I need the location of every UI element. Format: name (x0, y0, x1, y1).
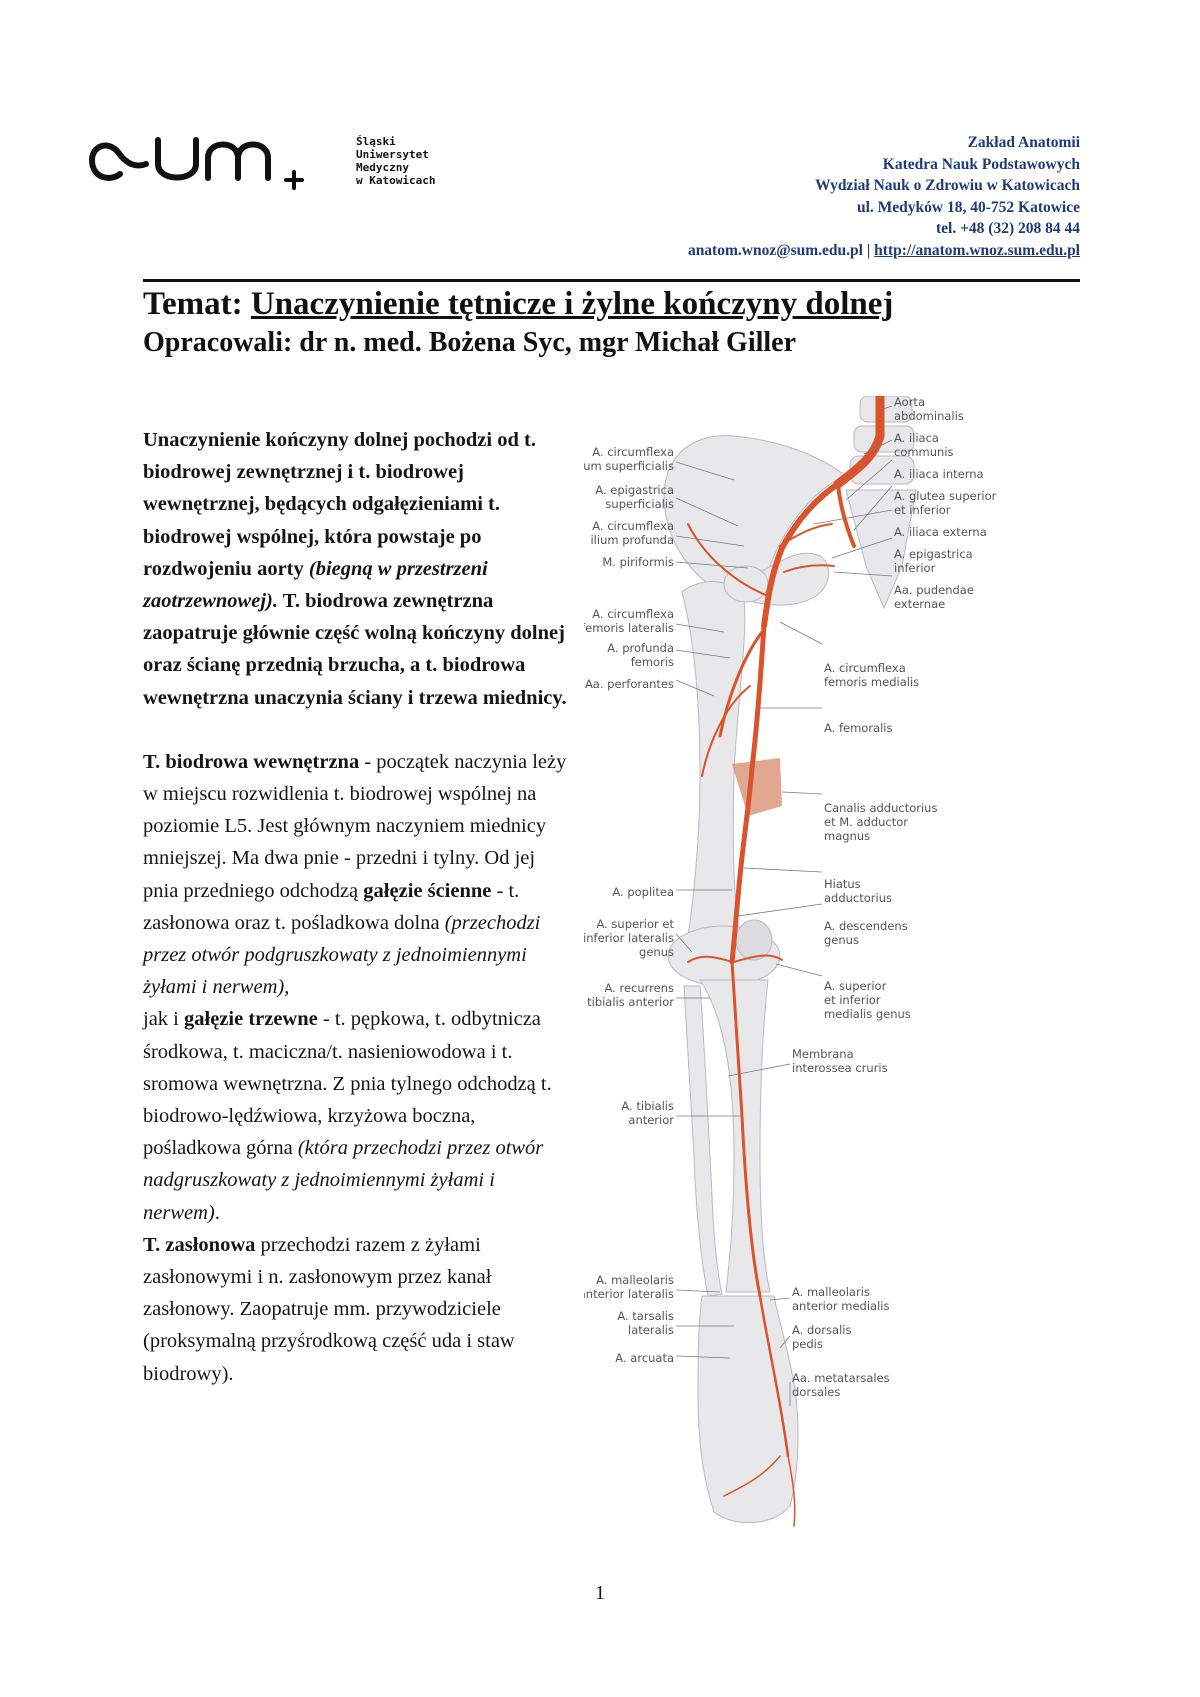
paragraph-gap (143, 714, 568, 746)
topic-label: Temat: (143, 286, 243, 322)
link-separator: | (862, 241, 875, 259)
tibia-bone (699, 979, 771, 1293)
faculty-name: Wydział Nauk o Zdrowiu w Katowicach (815, 177, 1080, 194)
label-perforantes: Aa. perforantes (585, 677, 674, 691)
label-iliaca-interna: A. iliaca interna (894, 467, 984, 481)
phone: tel. +48 (32) 208 84 44 (935, 220, 1080, 237)
label-leaders (675, 405, 893, 1406)
email-text: anatom.wnoz@sum.edu.pl (687, 241, 863, 259)
chair-name: Katedra Nauk Podstawowych (882, 155, 1080, 173)
university-logo: Śląski Uniwersytet Medyczny w Katowicach (88, 134, 435, 194)
header-divider (143, 279, 1080, 282)
page-number: 1 (595, 1582, 605, 1604)
obturator-paragraph: T. zasłonowa przechodzi razem z żyłami z… (143, 1233, 515, 1385)
topic-subject: Unaczynienie tętnicze i żylne kończyny d… (250, 286, 894, 322)
visceral-branches-paragraph: jak i gałęzie trzewne - t. pępkowa, t. o… (143, 1008, 552, 1224)
sum-logo-icon (89, 137, 304, 190)
femur-bone (681, 581, 746, 937)
contact-links: anatom.wnoz@sum.edu.pl | http://anatom.w… (540, 240, 1080, 262)
label-poplitea: A. poplitea (612, 885, 674, 899)
internal-iliac-paragraph: T. biodrowa wewnętrzna - początek naczyn… (143, 750, 567, 999)
label-iliaca-externa: A. iliaca externa (894, 525, 987, 539)
foot-bones (697, 1295, 799, 1524)
department-name: Zakład Anatomii (967, 134, 1080, 151)
patella (735, 919, 773, 961)
adductor-muscle (732, 758, 782, 816)
university-name: Śląski Uniwersytet Medyczny w Katowicach (356, 135, 436, 187)
label-arcuata: A. arcuata (615, 1351, 674, 1365)
address: ul. Medyków 18, 40-752 Katowice (856, 198, 1080, 216)
fibula-bone (683, 985, 723, 1297)
authors-line: Opracowali: dr n. med. Bożena Syc, mgr M… (143, 327, 797, 358)
page-title: Temat: Unaczynienie tętnicze i żylne koń… (143, 284, 893, 324)
department-contact: Zakład Anatomii Katedra Nauk Podstawowyc… (540, 132, 1080, 261)
arteries (687, 396, 885, 1527)
body-text: Unaczynienie kończyny dolnej pochodzi od… (143, 424, 568, 1390)
label-femoralis: A. femoralis (824, 721, 893, 735)
label-piriformis: M. piriformis (602, 555, 674, 569)
website-link[interactable]: http://anatom.wnoz.sum.edu.pl (874, 241, 1080, 259)
intro-paragraph: Unaczynienie kończyny dolnej pochodzi od… (143, 429, 567, 709)
